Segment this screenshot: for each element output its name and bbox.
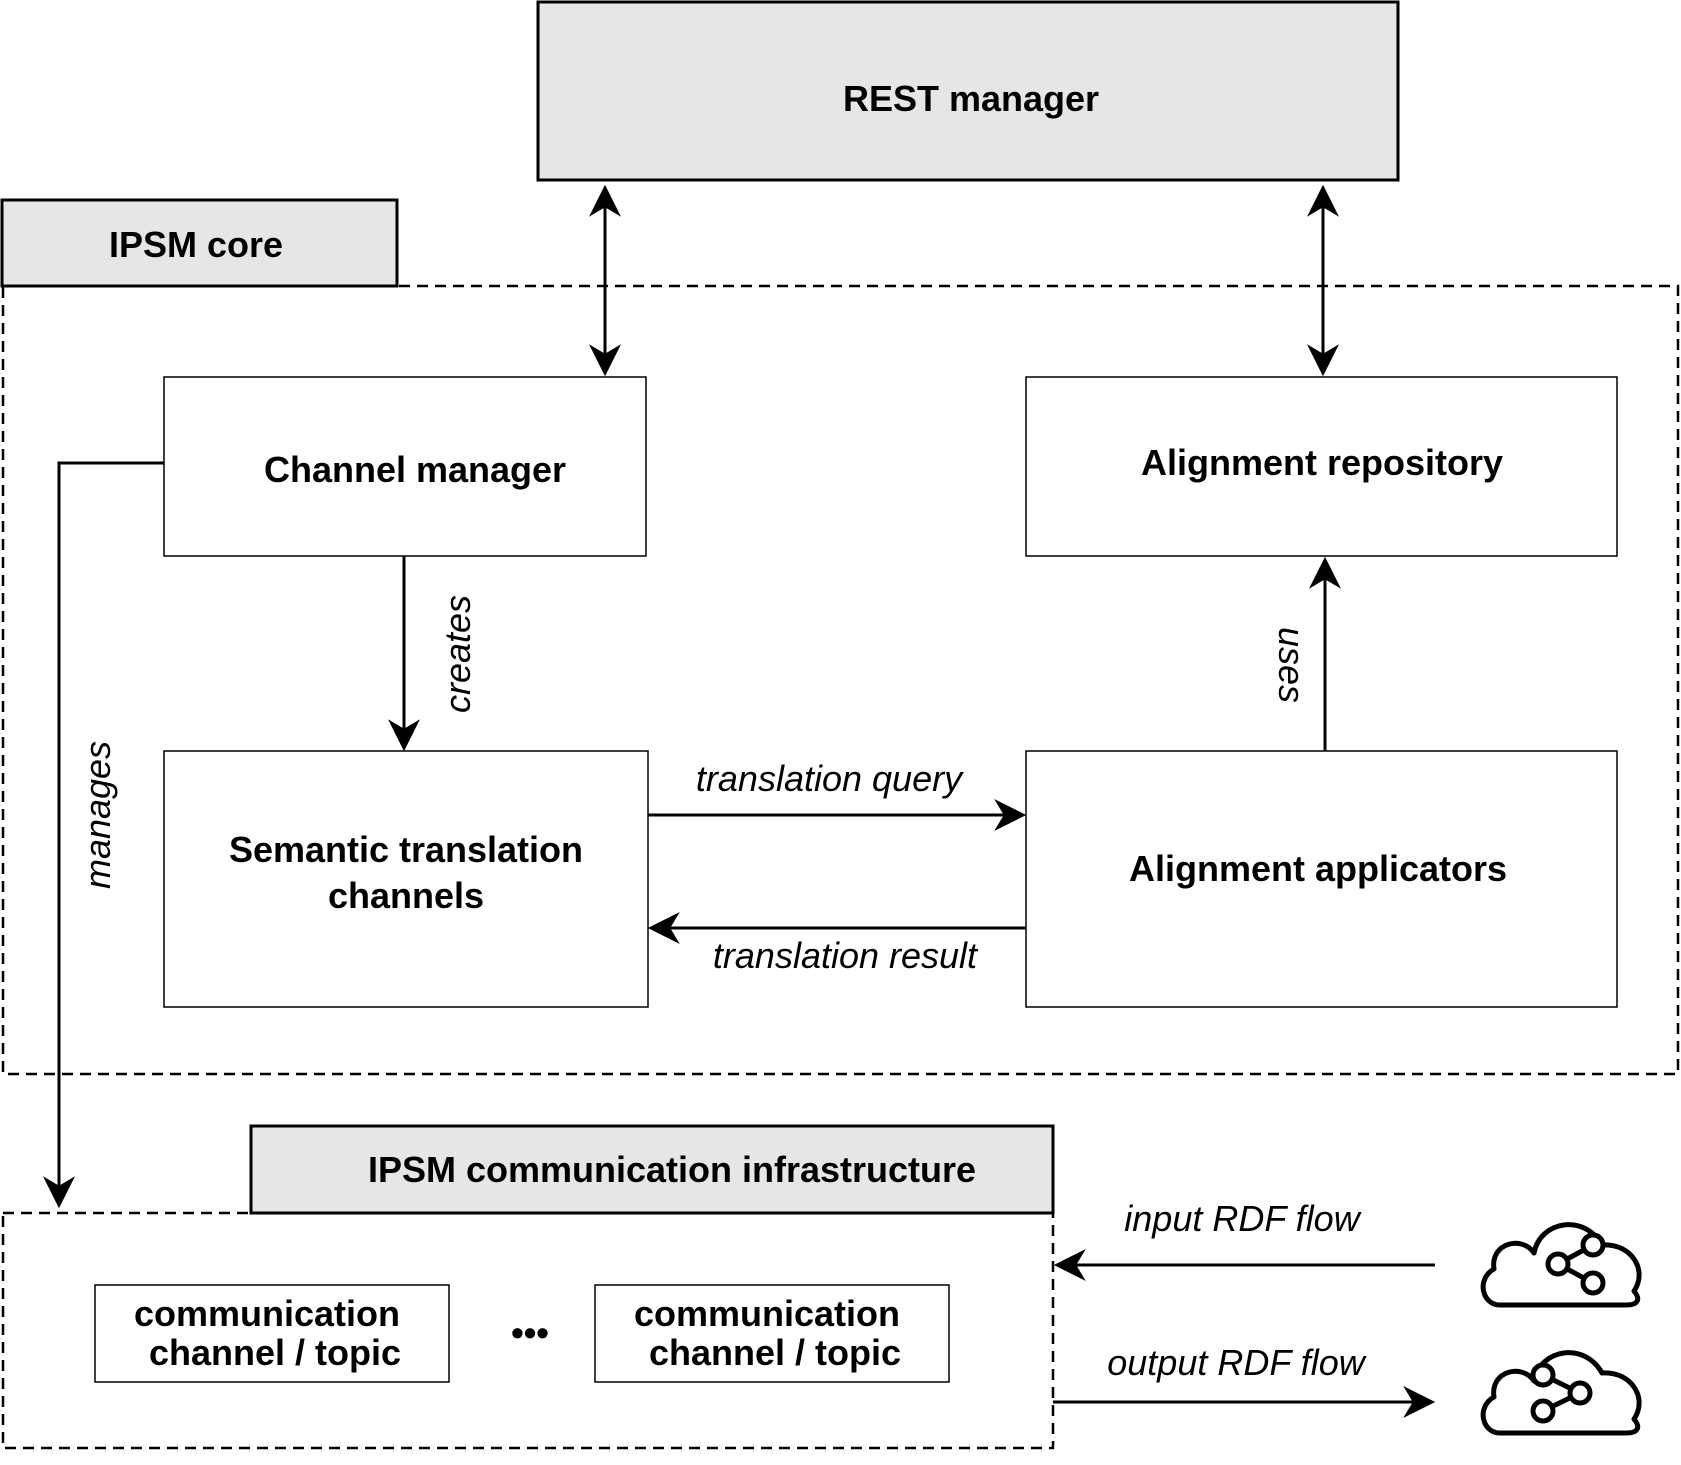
manages-arrow <box>43 461 164 1209</box>
uses-label: uses <box>1271 627 1312 703</box>
alignment-applicators-label: Alignment applicators <box>1129 848 1507 889</box>
output-rdf-flow-label: output RDF flow <box>1107 1342 1366 1383</box>
cloud-share-icon <box>1480 1350 1642 1436</box>
ipsm-core-region <box>1 284 1680 1076</box>
svg-text:Semantic translation cha: Semantic translation channels <box>229 829 593 916</box>
manages-label: manages <box>77 741 118 889</box>
ipsm-core-label: IPSM core <box>109 224 283 265</box>
channel-manager-box: Channel manager <box>163 376 647 557</box>
alignment-repository-label: Alignment repository <box>1141 442 1503 483</box>
rest-manager-label: REST manager <box>843 78 1099 119</box>
ipsm-communication-infrastructure-label: IPSM communication infrastructure <box>368 1149 976 1190</box>
translation-query-label: translation query <box>696 758 964 799</box>
translation-result-label: translation result <box>713 935 979 976</box>
channel-manager-label: Channel manager <box>264 449 566 490</box>
rest-manager-box: REST manager <box>536 0 1400 182</box>
input-rdf-flow-label: input RDF flow <box>1124 1198 1361 1239</box>
alignment-repository-box: Alignment repository <box>1025 376 1618 557</box>
communication-channel-2-line1: communication <box>634 1293 900 1334</box>
alignment-applicators-box: Alignment applicators <box>1025 750 1618 1008</box>
communication-channel-1-line1: communication <box>134 1293 400 1334</box>
svg-text:communication channel /: communication channel / topic <box>634 1293 910 1373</box>
communication-channel-box-2: communication channel / topic <box>594 1284 950 1383</box>
semantic-translation-channels-box: Semantic translation channels <box>163 750 649 1008</box>
cloud-share-icon <box>1480 1222 1642 1308</box>
semantic-translation-label-line2: channels <box>328 875 484 916</box>
semantic-translation-label-line1: Semantic translation <box>229 829 583 870</box>
communication-channel-1-line2: channel / topic <box>149 1332 401 1373</box>
communication-channel-box-1: communication channel / topic <box>94 1284 450 1383</box>
channel-ellipsis: ••• <box>511 1312 549 1353</box>
ipsm-communication-infrastructure-tab: IPSM communication infrastructure <box>249 1124 1055 1215</box>
creates-label: creates <box>437 595 478 713</box>
ipsm-core-tab: IPSM core <box>0 198 399 288</box>
svg-text:communication channel /: communication channel / topic <box>134 1293 410 1373</box>
communication-channel-2-line2: channel / topic <box>649 1332 901 1373</box>
